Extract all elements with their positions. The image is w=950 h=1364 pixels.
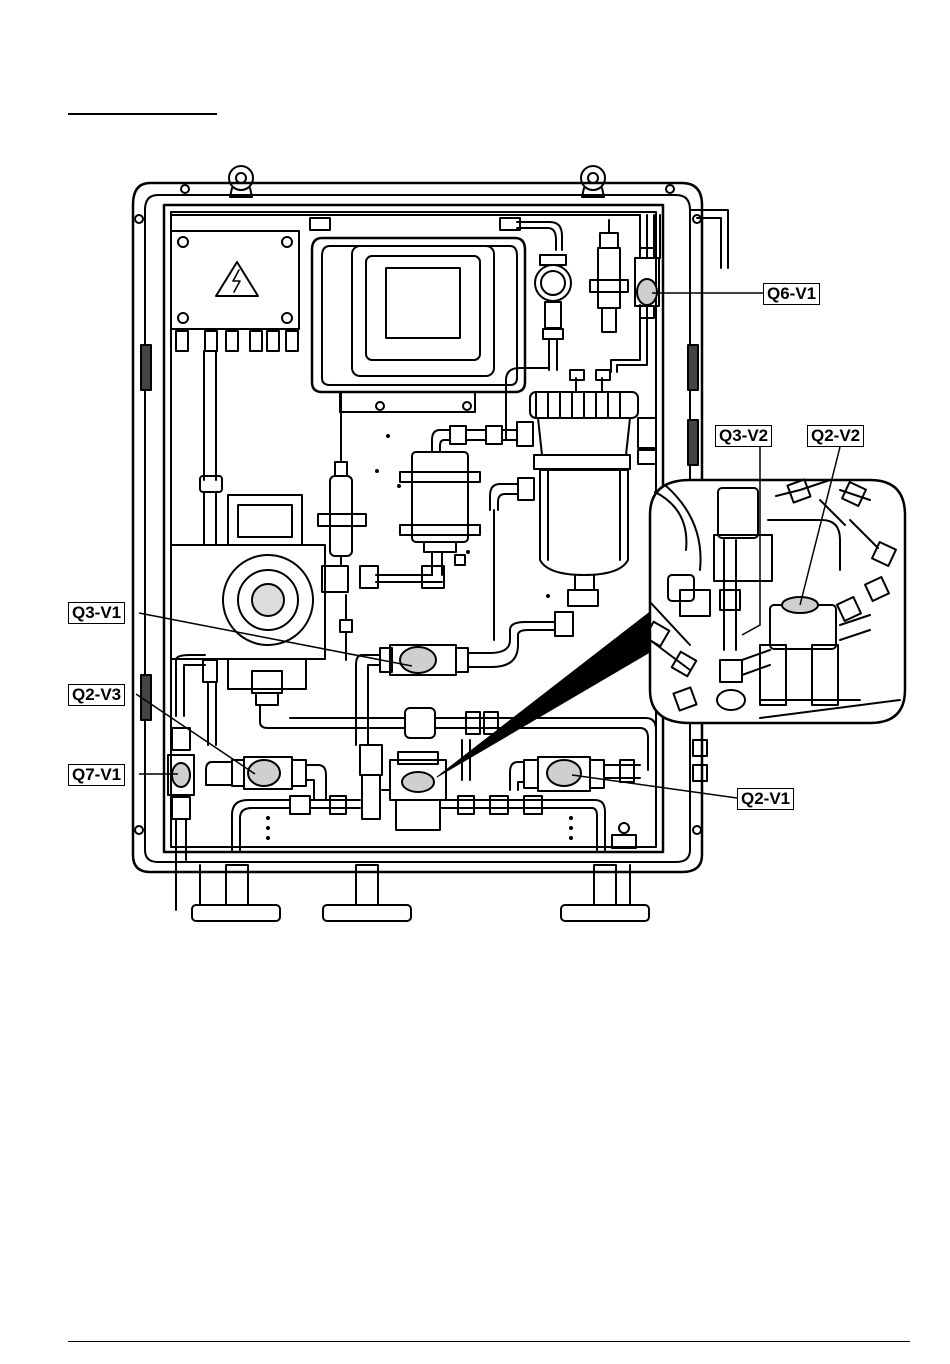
- callout-q2-v3: Q2-V3: [68, 684, 125, 706]
- valve-q2-v1: [510, 757, 640, 791]
- valve-q3-v1: [356, 612, 573, 745]
- lifting-eye-left: [229, 166, 253, 197]
- sample-cell: [171, 495, 325, 728]
- controller-unit: [310, 218, 525, 412]
- detail-view: [645, 479, 905, 723]
- flow-cell: [506, 255, 571, 440]
- callout-q6-v1: Q6-V1: [763, 283, 820, 305]
- valve-q2-v3: [206, 757, 326, 800]
- center-manifold: [360, 745, 446, 830]
- lifting-eye-right: [581, 166, 605, 197]
- sensor-top: [590, 220, 628, 332]
- callout-q2-v2: Q2-V2: [807, 425, 864, 447]
- foot-center: [323, 865, 411, 921]
- callout-q2-v1: Q2-V1: [737, 788, 794, 810]
- valve-q7-v1: [168, 728, 194, 910]
- callout-q3-v1: Q3-V1: [68, 602, 125, 624]
- callout-q7-v1: Q7-V1: [68, 764, 125, 786]
- enclosure-frame: [133, 183, 702, 872]
- magnifier-wedge: [437, 612, 650, 777]
- dosing-pump: [530, 370, 638, 606]
- foot-left: [192, 865, 280, 921]
- callout-q3-v2: Q3-V2: [715, 425, 772, 447]
- terminal-box: [171, 231, 299, 351]
- foot-right: [561, 865, 649, 921]
